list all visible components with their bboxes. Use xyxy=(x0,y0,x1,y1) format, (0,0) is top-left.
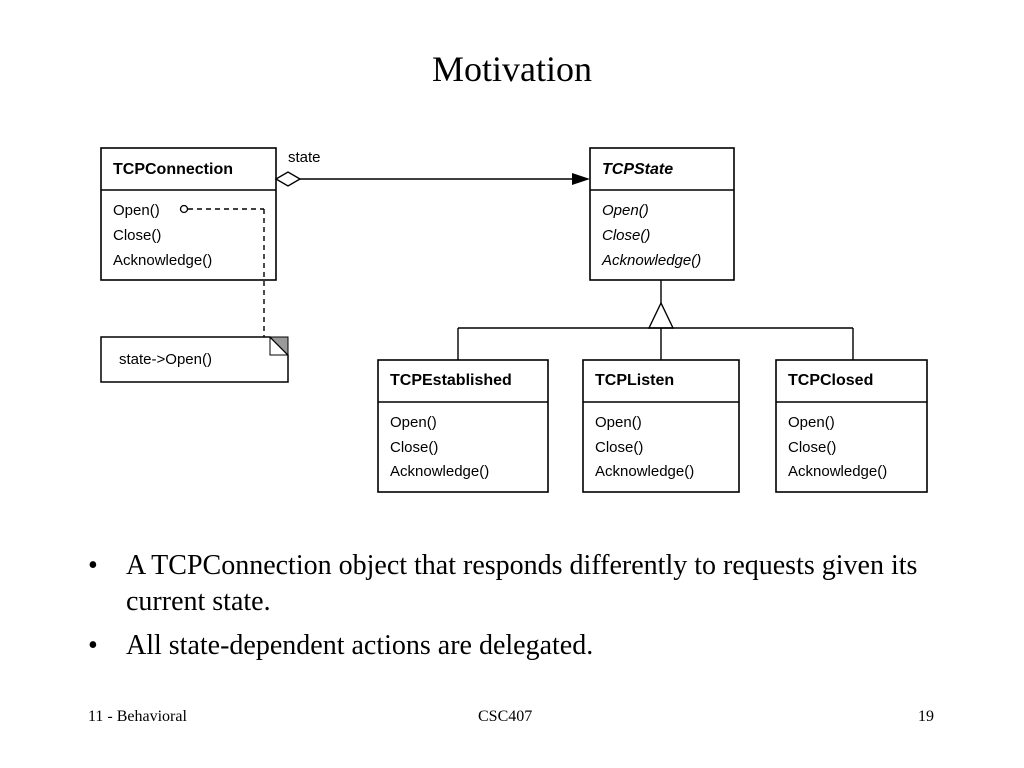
state-association: state xyxy=(274,149,590,187)
operation: Open() xyxy=(788,414,835,431)
inheritance-tree xyxy=(457,280,854,360)
inheritance-triangle xyxy=(647,301,675,329)
operation: Close() xyxy=(113,227,161,244)
footer-center: CSC407 xyxy=(478,708,533,725)
class-tcplisten: TCPListen Open() Close() Acknowledge() xyxy=(582,359,740,493)
bullet-item: • All state-dependent actions are delega… xyxy=(88,628,948,664)
operation: Close() xyxy=(602,227,650,244)
class-tcpclosed: TCPClosed Open() Close() Acknowledge() xyxy=(775,359,928,493)
class-name: TCPState xyxy=(602,161,673,178)
class-name: TCPEstablished xyxy=(390,372,512,389)
arrowhead xyxy=(572,173,590,185)
operation: Acknowledge() xyxy=(601,252,701,269)
operation: Acknowledge() xyxy=(390,463,489,480)
operation: Open() xyxy=(390,414,437,431)
bullet-text: All state-dependent actions are delegate… xyxy=(126,630,594,661)
note-state-open: state->Open() xyxy=(100,336,289,383)
bullet-item: • A TCPConnection object that responds d… xyxy=(88,548,948,620)
page-number: 19 xyxy=(918,708,934,725)
aggregation-diamond xyxy=(274,171,302,187)
operation: Close() xyxy=(390,439,438,456)
class-name: TCPClosed xyxy=(788,372,873,389)
operation: Open() xyxy=(595,414,642,431)
operation: Close() xyxy=(788,439,836,456)
operation: Acknowledge() xyxy=(113,252,212,269)
class-tcpconnection: TCPConnection Open() Close() Acknowledge… xyxy=(100,147,277,281)
class-name: TCPListen xyxy=(595,372,674,389)
operation: Open() xyxy=(113,202,160,219)
class-name: TCPConnection xyxy=(113,161,233,178)
class-tcpestablished: TCPEstablished Open() Close() Acknowledg… xyxy=(377,359,549,493)
bullet-text: A TCPConnection object that responds dif… xyxy=(126,550,918,617)
operation: Acknowledge() xyxy=(788,463,887,480)
association-label: state xyxy=(288,149,321,166)
note-connector xyxy=(179,204,265,340)
footer-left: 11 - Behavioral xyxy=(88,708,187,725)
bullet-list: • A TCPConnection object that responds d… xyxy=(88,548,948,672)
bullet-dot: • xyxy=(88,630,98,661)
operation: Close() xyxy=(595,439,643,456)
operation: Acknowledge() xyxy=(595,463,694,480)
slide-title: Motivation xyxy=(432,49,592,89)
note-text: state->Open() xyxy=(119,351,212,368)
operation: Open() xyxy=(602,202,649,219)
note-fold xyxy=(268,336,289,357)
bullet-dot: • xyxy=(88,550,98,581)
class-tcpstate: TCPState Open() Close() Acknowledge() xyxy=(589,147,735,281)
